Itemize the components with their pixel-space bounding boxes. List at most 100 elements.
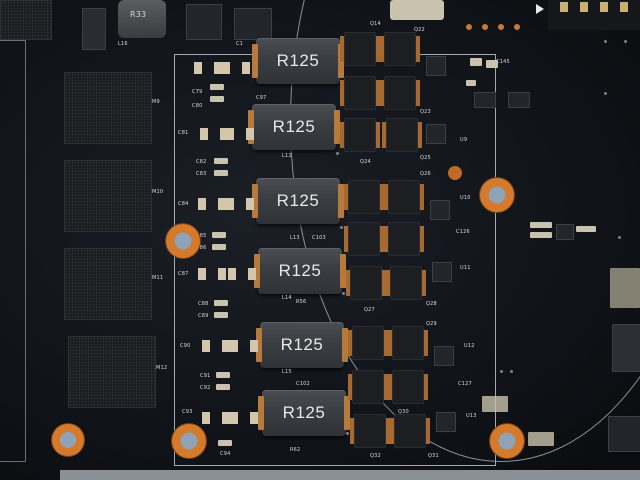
label-l15: L15 (282, 369, 292, 375)
terminal-pad (250, 412, 258, 424)
inductor-5-label: R125 (280, 335, 324, 354)
ic-top-1 (186, 4, 222, 40)
small-ic (556, 224, 574, 240)
memory-chip-m9 (64, 72, 152, 144)
label-c103: C103 (312, 235, 326, 241)
via (344, 358, 347, 361)
terminal-pad (418, 122, 422, 148)
terminal-pad (248, 110, 254, 144)
capacitor (230, 340, 258, 352)
label-u11: U11 (460, 265, 471, 271)
terminal-pad (416, 36, 420, 62)
mounting-hole (52, 424, 84, 456)
terminal-pad (228, 268, 236, 280)
ic-top-2 (234, 8, 272, 40)
terminal-pad (384, 184, 388, 210)
terminal-pad (218, 268, 226, 280)
smd-pad (214, 158, 228, 164)
terminal-pad (214, 62, 222, 74)
label-q24: Q24 (360, 159, 371, 165)
label-m12: M12 (156, 365, 168, 371)
inductor-6: R125 (258, 390, 350, 436)
terminal-pad (230, 412, 238, 424)
via (342, 292, 345, 295)
terminal-pad (338, 184, 344, 218)
terminal-pad (252, 184, 258, 218)
terminal-pad (388, 374, 392, 400)
terminal-pad (340, 122, 344, 148)
terminal-pad (376, 122, 380, 148)
label-c94: C94 (220, 451, 231, 457)
label-u9: U9 (460, 137, 468, 143)
smd-pad (210, 96, 224, 102)
label-q31: Q31 (428, 453, 439, 459)
mosfet (386, 266, 426, 300)
smd-pad (470, 58, 482, 66)
label-c1: C1 (236, 41, 244, 47)
terminal-pad (256, 328, 262, 362)
smd-pad-cluster (482, 396, 508, 412)
terminal-pad (254, 254, 260, 288)
label-l12: L12 (282, 153, 292, 159)
label-c145: C145 (496, 59, 510, 65)
capacitor (230, 412, 258, 424)
label-c126: C126 (456, 229, 470, 235)
terminal-pad (226, 198, 234, 210)
mosfet (344, 222, 384, 256)
label-q25: Q25 (420, 155, 431, 161)
label-q27: Q27 (364, 307, 375, 313)
mosfet (346, 266, 386, 300)
mosfet (388, 326, 428, 360)
terminal-pad (230, 340, 238, 352)
inductor-6-label: R125 (282, 403, 326, 422)
label-c127: C127 (458, 381, 472, 387)
capacitor (202, 340, 230, 352)
driver-ic-u11 (432, 262, 452, 282)
label-u10: U10 (460, 195, 471, 201)
terminal-pad (194, 62, 202, 74)
label-q28: Q28 (426, 301, 437, 307)
memory-chip-top (0, 0, 52, 40)
label-r62: R62 (290, 447, 301, 453)
mosfet (384, 180, 424, 214)
capacitor (222, 62, 250, 74)
terminal-pad (382, 270, 386, 296)
label-c87: C87 (178, 271, 189, 277)
terminal-pad (242, 62, 250, 74)
smd-pad (216, 372, 230, 378)
terminal-pad (344, 226, 348, 252)
smd-pad-cluster (610, 268, 640, 308)
terminal-pad (424, 374, 428, 400)
capacitor (226, 198, 254, 210)
inductor-2-label: R125 (272, 117, 316, 136)
label-q30: Q30 (398, 409, 409, 415)
terminal-pad (386, 270, 390, 296)
terminal-pad (376, 80, 380, 106)
via (604, 40, 607, 43)
mounting-hole (480, 178, 514, 212)
label-c88: C88 (198, 301, 209, 307)
label-m10: M10 (152, 189, 164, 195)
terminal-pad (202, 340, 210, 352)
terminal-pad (420, 226, 424, 252)
label-u12: U12 (464, 343, 475, 349)
via (500, 370, 503, 373)
terminal-pad (426, 418, 430, 444)
label-c84: C84 (178, 201, 189, 207)
smd-pad-cluster (528, 432, 554, 446)
inductor-2: R125 (248, 104, 340, 150)
label-c92: C92 (200, 385, 211, 391)
terminal-pad (200, 128, 208, 140)
terminal-pad (220, 128, 228, 140)
mosfet (350, 414, 390, 448)
driver-ic-u8 (426, 56, 446, 76)
label-c82: C82 (196, 159, 207, 165)
label-c85: C85 (196, 233, 207, 239)
inductor-3-label: R125 (276, 191, 320, 210)
terminal-pad (416, 80, 420, 106)
inductor-1: R125 (252, 38, 344, 84)
via (624, 40, 627, 43)
label-c97: C97 (256, 95, 267, 101)
right-edge-ic-2 (608, 416, 640, 452)
terminal-pad (246, 198, 254, 210)
